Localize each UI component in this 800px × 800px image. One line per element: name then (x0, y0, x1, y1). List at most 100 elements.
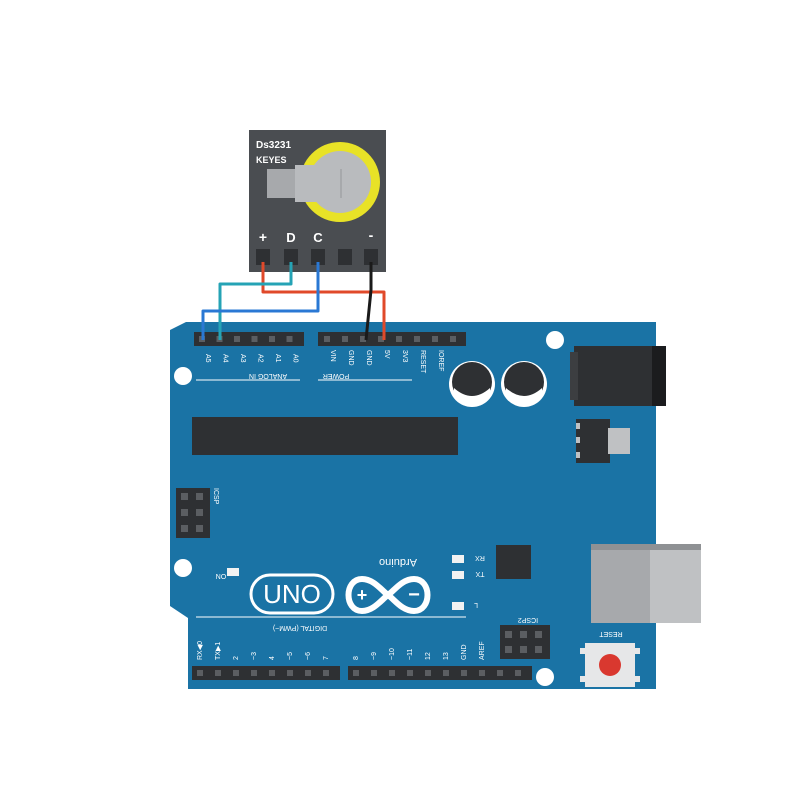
digital-pin-socket[interactable] (371, 670, 377, 676)
digital-pin-socket[interactable] (233, 670, 239, 676)
arduino-infinity-logo: + − (345, 575, 431, 615)
digital-pin-socket[interactable] (251, 670, 257, 676)
digital-pin-socket[interactable] (461, 670, 467, 676)
digital-pin-socket[interactable] (353, 670, 359, 676)
digital-pin-label: 12 (425, 652, 432, 660)
arduino-brand: Arduino (379, 556, 417, 568)
icsp2-pin[interactable] (535, 646, 542, 653)
icsp-pin[interactable] (181, 509, 188, 516)
icsp-pin[interactable] (181, 493, 188, 500)
power-header-pins (324, 336, 456, 342)
rx-led (452, 555, 464, 563)
module-pin-label-minus: - (369, 227, 374, 243)
analog-pin-label: A1 (274, 354, 281, 363)
icsp-pin[interactable] (181, 525, 188, 532)
digital-pin-socket[interactable] (515, 670, 521, 676)
analog-pin-label: A0 (292, 354, 299, 363)
digital-pin-label: GND (461, 644, 468, 660)
module-pin-label-plus: + (259, 229, 267, 245)
digital-pin-socket[interactable] (197, 670, 203, 676)
wire-gnd[interactable] (364, 262, 373, 341)
digital-pin-socket[interactable] (425, 670, 431, 676)
power-header (318, 332, 466, 346)
usb-chip (496, 545, 531, 579)
digital-pin-socket[interactable] (323, 670, 329, 676)
analog-pin-socket[interactable] (234, 336, 240, 342)
power-pin-socket[interactable] (396, 336, 402, 342)
icsp-pin[interactable] (196, 509, 203, 516)
rx-label: RX (475, 554, 485, 561)
mount-hole (536, 668, 554, 686)
module-pin-c[interactable] (311, 249, 325, 265)
digital-pin-label: TX▶1 (215, 642, 222, 660)
icsp2-label: ICSP2 (518, 616, 538, 623)
digital-pin-socket[interactable] (287, 670, 293, 676)
l-label: L (474, 601, 478, 608)
module-pin-label-c: C (313, 230, 323, 245)
module-pin-label-d: D (286, 230, 295, 245)
digital-pin-label: ~10 (389, 648, 396, 660)
analog-pin-socket[interactable] (251, 336, 258, 342)
usb-port (591, 544, 701, 623)
capacitor (449, 361, 495, 407)
digital-pin-socket[interactable] (407, 670, 413, 676)
power-pin-label: GND (365, 350, 372, 366)
analog-pin-label: A3 (239, 354, 246, 363)
icsp-header[interactable] (176, 488, 210, 538)
icsp-pin[interactable] (196, 493, 203, 500)
icsp2-pin[interactable] (520, 646, 527, 653)
module-name: Ds3231 (256, 140, 291, 151)
power-group-label: POWER (323, 372, 349, 379)
mount-hole (174, 367, 192, 385)
power-pin-socket[interactable] (324, 336, 330, 342)
icsp2-pin[interactable] (520, 631, 527, 638)
voltage-regulator (576, 419, 630, 463)
digital-pin-label: ~5 (287, 652, 294, 660)
power-pin-socket[interactable] (378, 336, 384, 342)
module-pin-minus[interactable] (364, 249, 378, 265)
digital-pin-label: 7 (323, 656, 330, 660)
mount-hole (546, 331, 564, 349)
power-pin-socket[interactable] (342, 336, 348, 342)
power-pin-socket[interactable] (414, 336, 420, 342)
power-pin-socket[interactable] (360, 336, 366, 342)
icsp2-pin[interactable] (505, 631, 512, 638)
wire-5v[interactable] (261, 262, 386, 340)
ds3231-module: Ds3231 KEYES + D C - (249, 130, 386, 272)
capacitor (501, 361, 547, 407)
icsp2-pin[interactable] (505, 646, 512, 653)
digital-pin-socket[interactable] (305, 670, 311, 676)
digital-pin-socket[interactable] (269, 670, 275, 676)
icsp2-header[interactable] (500, 625, 550, 659)
power-pin-label: RESET (419, 350, 426, 374)
digital-pin-label: AREF (479, 641, 486, 660)
module-pin-plus[interactable] (256, 249, 270, 265)
analog-pin-socket[interactable] (269, 336, 275, 342)
digital-pin-label: ~11 (407, 649, 414, 660)
analog-pin-socket[interactable] (286, 336, 293, 342)
icsp-pin[interactable] (196, 525, 203, 532)
uno-text: UNO (263, 579, 321, 609)
digital-pin-socket[interactable] (497, 670, 503, 676)
digital-pin-socket[interactable] (215, 670, 221, 676)
reset-button[interactable] (580, 643, 640, 687)
power-pin-socket[interactable] (450, 336, 456, 342)
digital-pin-socket[interactable] (443, 670, 449, 676)
tx-label: TX (475, 570, 484, 577)
l-led (452, 602, 464, 610)
dc-power-jack (570, 346, 666, 406)
power-pin-socket[interactable] (432, 336, 438, 342)
on-label: ON (216, 572, 227, 579)
atmega-chip (192, 417, 458, 455)
analog-pin-label: A2 (257, 354, 264, 363)
module-pin-unused[interactable] (338, 249, 352, 265)
wire-scl-a5[interactable] (201, 262, 320, 340)
digital-pin-label: ~9 (371, 652, 378, 660)
digital-pin-socket[interactable] (479, 670, 485, 676)
module-pin-d[interactable] (284, 249, 298, 265)
on-led (227, 568, 239, 576)
digital-pin-socket[interactable] (389, 670, 395, 676)
icsp2-pin[interactable] (535, 631, 542, 638)
uno-logo: UNO (249, 573, 335, 615)
analog-group-label: ANALOG IN (249, 372, 287, 379)
